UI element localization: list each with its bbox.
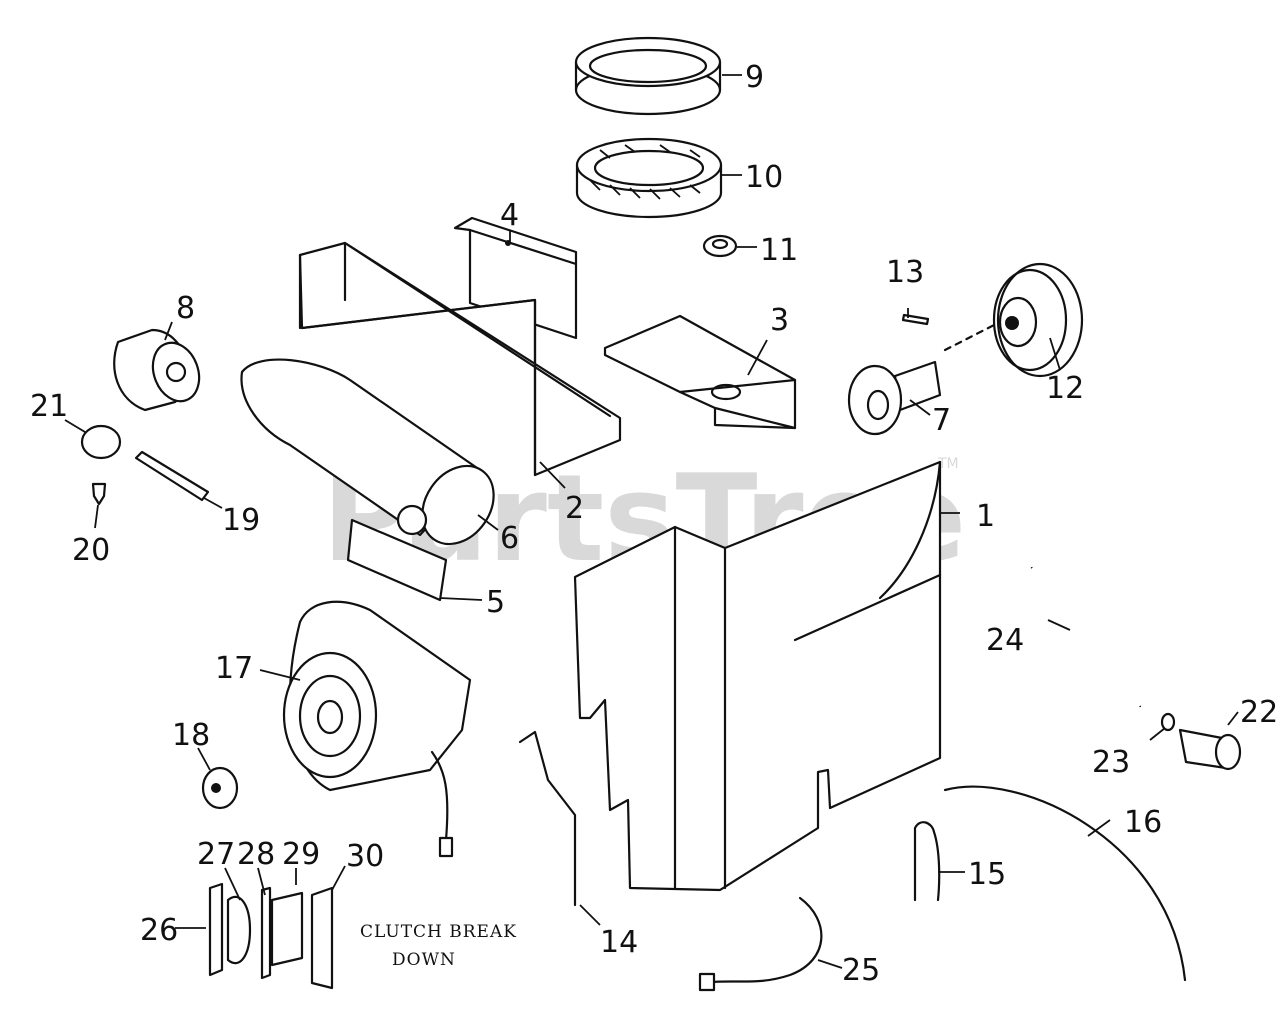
callout-13: 13: [886, 255, 924, 290]
part-23-washer[interactable]: [1160, 712, 1176, 732]
callout-2: 2: [565, 491, 584, 526]
callout-12: 12: [1046, 371, 1084, 406]
callout-7: 7: [932, 403, 951, 438]
callout-10: 10: [745, 160, 783, 195]
callout-26: 26: [140, 913, 178, 948]
part-6-cylinder[interactable]: [240, 358, 509, 558]
clutch-breakdown-note-line1: CLUTCH BREAK: [360, 922, 517, 942]
part-19-pin[interactable]: [134, 450, 210, 502]
part-27-pulley[interactable]: [226, 895, 252, 965]
callout-11: 11: [760, 233, 798, 268]
callout-20: 20: [72, 533, 110, 568]
part-7-shaft-hub[interactable]: [847, 360, 942, 436]
callout-17: 17: [215, 651, 253, 686]
part-25-wire-harness[interactable]: [710, 896, 823, 984]
callout-25: 25: [842, 953, 880, 988]
part-8-bearing[interactable]: [113, 328, 207, 412]
part-2-duct-housing[interactable]: [298, 241, 622, 477]
callout-28: 28: [237, 837, 275, 872]
callout-leader-lines: [64, 74, 1239, 969]
part-9-ring[interactable]: [574, 36, 722, 116]
alignment-line: [943, 320, 1002, 352]
part-30-field-coil[interactable]: [310, 886, 334, 990]
callout-3: 3: [770, 303, 789, 338]
part-16-cable[interactable]: [943, 785, 1187, 982]
callout-14: 14: [600, 925, 638, 960]
part-5-small-plate[interactable]: [346, 518, 448, 602]
callout-23: 23: [1092, 745, 1130, 780]
callout-9: 9: [745, 60, 764, 95]
part-1-shroud[interactable]: [573, 460, 942, 892]
harness-connector: [698, 972, 716, 992]
callout-15: 15: [968, 857, 1006, 892]
callout-22: 22: [1240, 695, 1278, 730]
part-3-bracket[interactable]: [603, 314, 797, 430]
watermark-trademark: TM: [937, 456, 959, 472]
callout-18: 18: [172, 718, 210, 753]
part-14-rod[interactable]: [518, 730, 577, 907]
callout-29: 29: [282, 837, 320, 872]
part-18-washer[interactable]: [201, 766, 239, 810]
callout-21: 21: [30, 389, 68, 424]
callout-19: 19: [222, 503, 260, 538]
part-17-electric-clutch[interactable]: [282, 600, 472, 858]
part-12-pulley[interactable]: [992, 262, 1084, 378]
part-21-knob[interactable]: [80, 424, 122, 460]
part-13-pin[interactable]: [901, 313, 930, 326]
callout-4: 4: [500, 198, 519, 233]
part-28-plate[interactable]: [260, 886, 272, 980]
clutch-breakdown-note-line2: DOWN: [392, 950, 456, 970]
callout-27: 27: [197, 837, 235, 872]
callout-1: 1: [976, 499, 995, 534]
clutch-breakdown: [208, 882, 334, 990]
part-10-filter-ring[interactable]: [575, 137, 723, 219]
part-15-clip[interactable]: [913, 821, 941, 902]
part-11-grommet[interactable]: [702, 234, 738, 258]
callout-8: 8: [176, 291, 195, 326]
callout-24: 24: [986, 623, 1024, 658]
part-29-armature[interactable]: [270, 891, 304, 967]
part-22-fitting[interactable]: [1178, 728, 1242, 771]
part-26-pulley-plate[interactable]: [208, 882, 224, 977]
callout-5: 5: [486, 585, 505, 620]
callout-16: 16: [1124, 805, 1162, 840]
callout-6: 6: [500, 521, 519, 556]
callout-30: 30: [346, 839, 384, 874]
callout-numbers: 9 10 11 4 3 13 12 7 8 21 19 20 2 6 5 1 2…: [30, 60, 1278, 988]
part-20-screw[interactable]: [91, 482, 107, 506]
